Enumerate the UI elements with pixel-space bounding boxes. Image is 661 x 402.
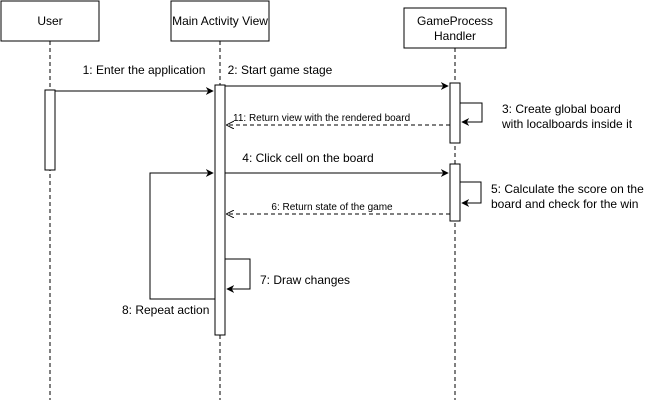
activation-user [44, 89, 56, 171]
message-7-label: 7: Draw changes [260, 273, 350, 287]
participant-game-process-handler: GameProcess Handler [403, 7, 507, 49]
message-4-label: 4: Click cell on the board [242, 151, 373, 165]
message-3-arrow [460, 102, 483, 126]
message-5-arrow [460, 181, 482, 207]
participant-user-label: User [37, 14, 62, 28]
message-2-label: 2: Start game stage [228, 63, 333, 77]
participant-main-activity-label: Main Activity View [172, 14, 268, 28]
participant-user-box [0, 0, 100, 42]
message-3-label-line2: with localboards inside it [501, 117, 633, 131]
participant-main-activity-box [170, 0, 270, 42]
message-6-label: 6: Return state of the game [271, 202, 393, 213]
participant-main-activity: Main Activity View [170, 0, 270, 42]
activation-main-activity [214, 84, 226, 336]
participant-game-process-label-line1: GameProcess [417, 14, 493, 28]
message-1-label: 1: Enter the application [83, 63, 206, 77]
activation-game-process-1 [449, 82, 461, 144]
participant-game-process-label-line2: Handler [434, 29, 476, 43]
message-8-arrow [149, 169, 215, 300]
message-7-arrow [225, 258, 251, 293]
message-11-label: 11: Return view with the rendered board [233, 113, 410, 124]
activation-game-process-2 [449, 163, 461, 222]
message-5-label-line2: board and check for the win [491, 197, 638, 211]
participant-user: User [0, 0, 100, 42]
message-5-label-line1: 5: Calculate the score on the [491, 182, 644, 196]
message-3-label-line1: 3: Create global board [502, 102, 621, 116]
message-8-label: 8: Repeat action [122, 303, 209, 317]
